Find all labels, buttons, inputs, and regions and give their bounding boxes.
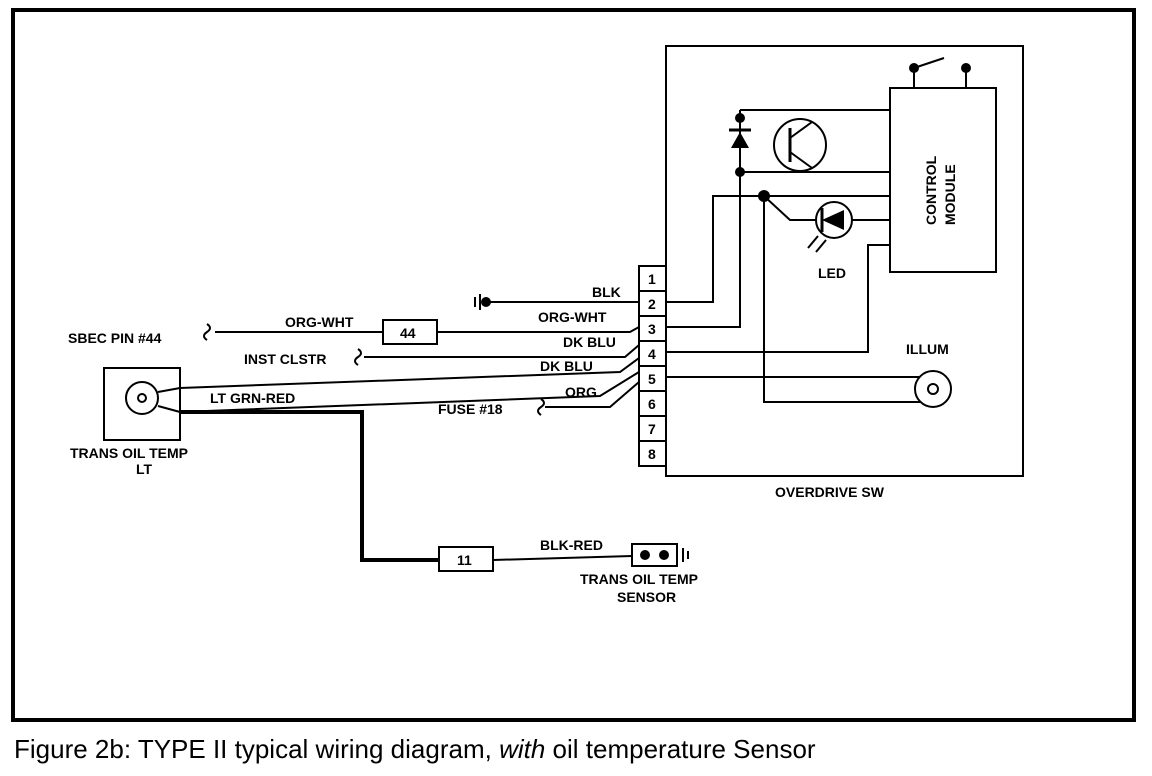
illum-label: ILLUM bbox=[906, 341, 949, 357]
wire-label-dk-blu-3: DK BLU bbox=[563, 334, 616, 350]
control-module-label-1: CONTROL bbox=[923, 155, 939, 225]
pin-1: 1 bbox=[648, 271, 656, 287]
caption-suffix: oil temperature Sensor bbox=[545, 734, 816, 764]
overdrive-switch-box bbox=[665, 45, 1024, 477]
pin-6: 6 bbox=[648, 396, 656, 412]
module-switch bbox=[909, 57, 971, 88]
trans-lamp-label-2: LT bbox=[136, 461, 153, 477]
wire-label-org-wht-right: ORG-WHT bbox=[538, 309, 607, 325]
trans-lamp-label-1: TRANS OIL TEMP bbox=[70, 445, 188, 461]
connector-block: 1 2 3 4 5 6 7 8 bbox=[638, 265, 667, 467]
transistor bbox=[773, 118, 827, 172]
pin-3: 3 bbox=[648, 321, 656, 337]
figure-caption: Figure 2b: TYPE II typical wiring diagra… bbox=[14, 734, 816, 765]
svg-text:44: 44 bbox=[400, 325, 416, 341]
caption-emphasis: with bbox=[499, 734, 546, 764]
pin-4: 4 bbox=[648, 346, 656, 362]
sensor-label-2: SENSOR bbox=[617, 589, 676, 605]
outer-frame bbox=[11, 8, 1136, 722]
trans-oil-temp-sensor bbox=[631, 543, 689, 567]
wire-label-org-wht-left: ORG-WHT bbox=[285, 314, 354, 330]
wire-label-org: ORG bbox=[565, 384, 597, 400]
overdrive-label: OVERDRIVE SW bbox=[775, 484, 885, 500]
illum-lamp: ILLUM bbox=[906, 341, 952, 408]
ground-symbol bbox=[474, 294, 491, 310]
inst-clstr-label: INST CLSTR bbox=[244, 351, 326, 367]
wire-label-dk-blu-4: DK BLU bbox=[540, 358, 593, 374]
wire-label-blk-red: BLK-RED bbox=[540, 537, 603, 553]
break-marks bbox=[203, 323, 545, 416]
led-label: LED bbox=[818, 265, 846, 281]
splice-11: 11 bbox=[438, 546, 494, 572]
sbec-label: SBEC PIN #44 bbox=[68, 330, 162, 346]
pin-7: 7 bbox=[648, 421, 656, 437]
sensor-label-1: TRANS OIL TEMP bbox=[580, 571, 698, 587]
svg-text:11: 11 bbox=[457, 552, 472, 568]
fuse-label: FUSE #18 bbox=[438, 401, 503, 417]
wire-label-lt-grn-red: LT GRN-RED bbox=[210, 390, 295, 406]
diode bbox=[729, 113, 751, 177]
caption-prefix: Figure 2b: TYPE II typical wiring diagra… bbox=[14, 734, 500, 764]
pin-5: 5 bbox=[648, 371, 656, 387]
external-wiring bbox=[179, 301, 640, 562]
wire-label-blk: BLK bbox=[592, 284, 621, 300]
pin-8: 8 bbox=[648, 446, 656, 462]
pin-2: 2 bbox=[648, 296, 656, 312]
splice-44: 44 bbox=[382, 319, 438, 345]
control-module-box bbox=[889, 87, 997, 273]
trans-oil-temp-lamp bbox=[103, 367, 181, 441]
led: LED bbox=[758, 190, 853, 281]
control-module-label-2: MODULE bbox=[942, 164, 958, 225]
